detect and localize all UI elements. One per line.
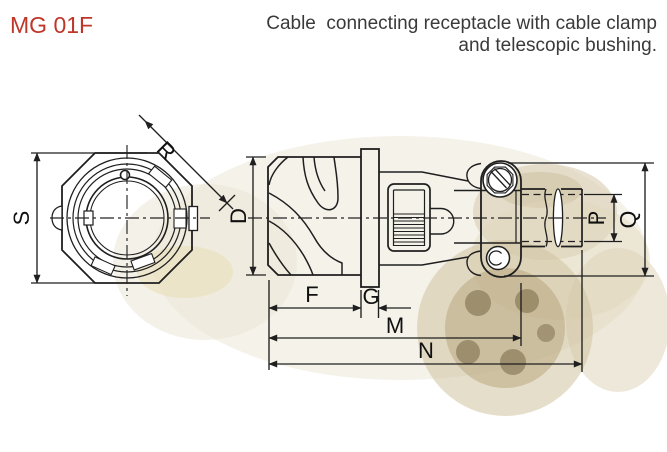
clamp-screw-top (482, 162, 518, 198)
dim-label-g: G (362, 284, 379, 309)
dim-label-q: Q (615, 211, 641, 229)
dim-s: S (9, 152, 147, 284)
dim-label-s: S (9, 211, 34, 226)
dim-label-n: N (418, 338, 434, 363)
dim-label-m: M (386, 313, 404, 338)
polarizing-key-hole (119, 169, 131, 181)
dim-q: Q (504, 162, 654, 277)
dim-m: M (268, 283, 522, 346)
clamp-body (480, 160, 522, 278)
dim-label-f: F (305, 282, 318, 307)
tube-break-line (544, 188, 548, 247)
knurl-grip-pattern (268, 156, 343, 276)
dim-label-d: D (226, 208, 251, 224)
coupling-nut-side-outline (267, 156, 361, 276)
dim-p: P (584, 193, 622, 243)
title-line2: and telescopic bushing. (458, 35, 657, 56)
dim-g: G (362, 284, 411, 318)
clamp-screw-bottom (485, 245, 511, 271)
dim-f: F (268, 280, 362, 370)
dim-label-p: P (584, 211, 609, 226)
dim-n: N (268, 250, 583, 372)
cable-clamp (466, 160, 522, 278)
dim-d: D (226, 156, 266, 276)
dimensions: S R D F G M (9, 114, 654, 372)
header: MG 01F Cable connecting receptacle with … (10, 12, 657, 56)
cable-entry-tongue (430, 207, 455, 235)
body-top-edge (379, 171, 469, 182)
title-line1: Cable connecting receptacle with cable c… (266, 13, 657, 34)
clamp-tab-bottom (466, 250, 482, 277)
model-number: MG 01F (10, 12, 93, 38)
side-view (248, 148, 606, 288)
dim-label-r: R (152, 136, 181, 165)
clamp-tab-top (466, 162, 482, 190)
ghost-photo (113, 136, 667, 416)
body-bottom-edge (379, 256, 469, 266)
cable-tube (521, 188, 583, 248)
front-view (50, 145, 210, 296)
